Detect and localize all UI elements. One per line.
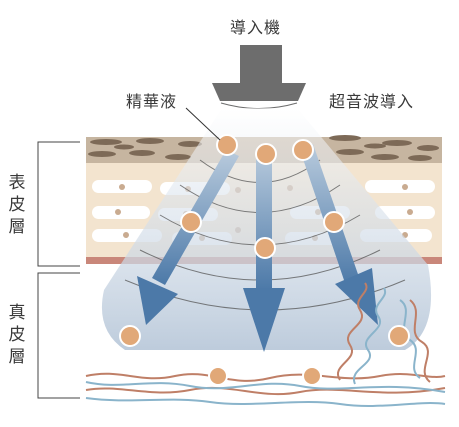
epidermis-bracket: [37, 141, 80, 267]
serum-dot: [302, 366, 322, 386]
serum-dot: [388, 325, 410, 347]
serum-dot: [255, 143, 277, 165]
serum-dot: [216, 134, 238, 156]
dermis-label: 真皮層: [8, 303, 26, 367]
serum-dot: [208, 366, 228, 386]
serum-dot: [292, 139, 314, 161]
dermis-fibers: [85, 282, 446, 407]
dermis-bracket: [37, 272, 80, 399]
serum-particles: [119, 134, 410, 386]
serum-dot: [254, 237, 276, 259]
ultrasonic-label: 超音波導入: [329, 92, 415, 111]
serum-dot: [119, 325, 141, 347]
device-label: 導入機: [230, 18, 282, 37]
epidermis-label: 表皮層: [8, 173, 26, 237]
serum-callout-line: [185, 107, 221, 141]
serum-dot: [323, 211, 345, 233]
serum-dot: [180, 211, 202, 233]
serum-label: 精華液: [126, 92, 178, 111]
device-icon: [212, 45, 306, 109]
